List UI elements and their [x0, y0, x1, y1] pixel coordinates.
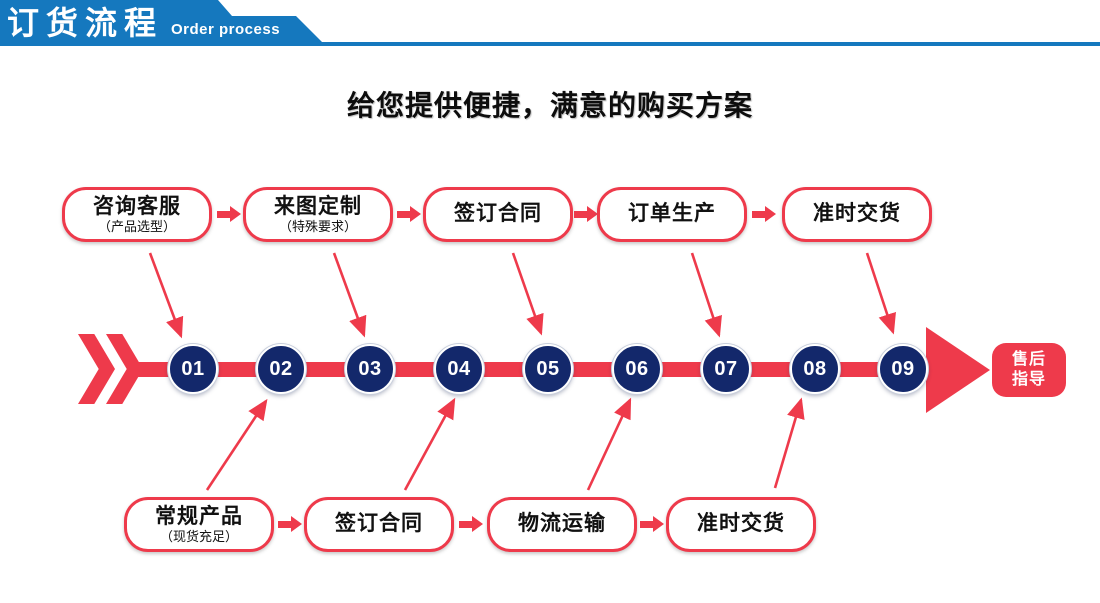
- arrow-right-icon: [640, 516, 664, 532]
- diagonal-arrow-icon: [586, 397, 632, 491]
- diagonal-arrow-icon: [403, 397, 456, 491]
- flow-step-label: 咨询客服: [93, 194, 181, 218]
- big-right-arrowhead-icon: [926, 327, 990, 413]
- flow-step-sign-contract-bottom: 签订合同: [304, 497, 454, 552]
- arrow-right-icon: [217, 206, 241, 222]
- flow-step-order-production: 订单生产: [597, 187, 747, 242]
- timeline-step-number: 06: [625, 357, 649, 380]
- diagonal-arrow-icon: [148, 252, 184, 339]
- flow-step-label: 准时交货: [697, 512, 785, 536]
- diagonal-arrow-icon: [690, 252, 722, 338]
- flow-step-sign-contract-top: 签订合同: [423, 187, 573, 242]
- chevron-right-icon: [78, 334, 115, 404]
- flow-step-label: 订单生产: [628, 202, 716, 226]
- flow-step-sublabel: （现货充足）: [159, 528, 238, 544]
- flow-step-label: 签订合同: [335, 512, 423, 536]
- flow-step-label: 来图定制: [274, 194, 362, 218]
- diagonal-arrow-icon: [865, 252, 896, 335]
- flow-step-regular-product: 常规产品 （现货充足）: [124, 497, 274, 552]
- arrow-right-icon: [459, 516, 483, 532]
- arrow-right-icon: [278, 516, 302, 532]
- header-banner: 订货流程 Order process: [0, 0, 1100, 46]
- timeline-step-08: 08: [790, 344, 840, 394]
- flow-step-custom-design: 来图定制 （特殊要求）: [243, 187, 393, 242]
- timeline-step-number: 02: [269, 357, 293, 380]
- flow-step-on-time-delivery-bottom: 准时交货: [666, 497, 816, 552]
- timeline-step-number: 09: [891, 357, 915, 380]
- timeline-step-03: 03: [345, 344, 395, 394]
- timeline-step-04: 04: [434, 344, 484, 394]
- timeline-step-number: 04: [447, 357, 471, 380]
- flow-step-sublabel: （产品选型）: [97, 218, 176, 234]
- arrow-right-icon: [574, 206, 598, 222]
- timeline-step-number: 05: [536, 357, 560, 380]
- timeline-step-05: 05: [523, 344, 573, 394]
- timeline-step-number: 08: [803, 357, 827, 380]
- diagonal-arrow-icon: [511, 252, 544, 336]
- arrow-right-icon: [397, 206, 421, 222]
- timeline-step-01: 01: [168, 344, 218, 394]
- timeline-step-07: 07: [701, 344, 751, 394]
- flow-step-logistics: 物流运输: [487, 497, 637, 552]
- flow-step-label: 签订合同: [454, 202, 542, 226]
- diagonal-arrow-icon: [332, 252, 367, 338]
- flow-step-consult: 咨询客服 （产品选型）: [62, 187, 212, 242]
- timeline-step-number: 03: [358, 357, 382, 380]
- flow-step-on-time-delivery-top: 准时交货: [782, 187, 932, 242]
- diagonal-arrow-icon: [773, 397, 805, 489]
- flow-step-label: 准时交货: [813, 202, 901, 226]
- arrow-right-icon: [752, 206, 776, 222]
- timeline-step-09: 09: [878, 344, 928, 394]
- timeline-step-06: 06: [612, 344, 662, 394]
- flow-step-label: 物流运输: [518, 512, 606, 536]
- timeline-step-02: 02: [256, 344, 306, 394]
- after-sales-badge-line1: 售后: [1011, 351, 1046, 368]
- after-sales-badge-line2: 指导: [1011, 371, 1046, 388]
- flow-step-label: 常规产品: [155, 504, 243, 528]
- banner-subtitle: Order process: [171, 21, 281, 38]
- flow-step-sublabel: （特殊要求）: [278, 218, 357, 234]
- diagonal-arrow-icon: [205, 398, 268, 491]
- banner-title: 订货流程: [7, 5, 164, 41]
- after-sales-badge: 售后 指导: [992, 343, 1066, 397]
- timeline-step-number: 07: [714, 357, 738, 380]
- page-title: 给您提供便捷，满意的购买方案: [346, 90, 753, 121]
- timeline-step-number: 01: [181, 357, 205, 380]
